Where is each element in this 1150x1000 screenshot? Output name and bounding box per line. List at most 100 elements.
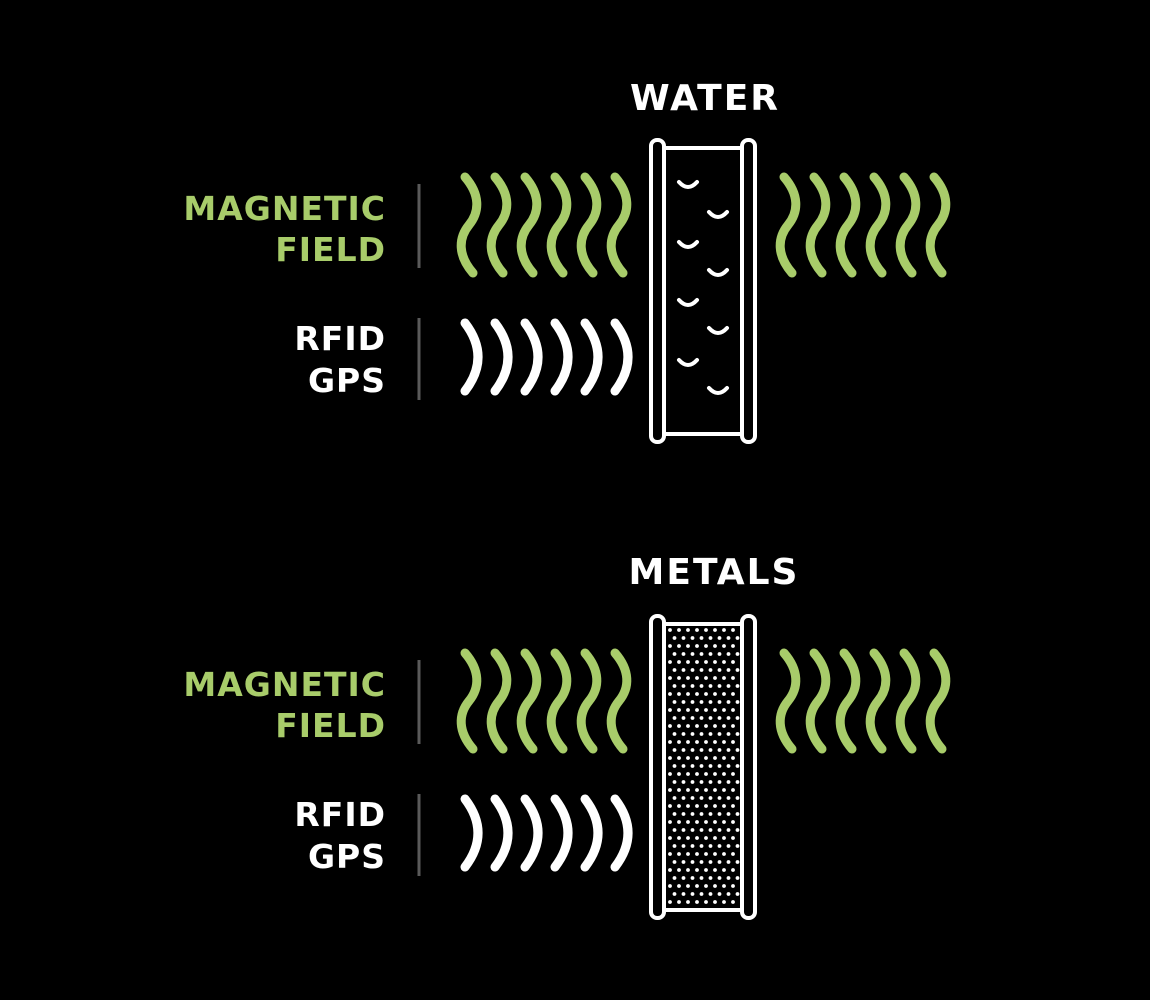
- metal-dot: [722, 628, 726, 632]
- magnetic-wave: [576, 172, 602, 278]
- metal-dot: [699, 844, 704, 848]
- magnetic-wave: [925, 648, 951, 754]
- metal-dot: [690, 636, 695, 640]
- metal-dot: [686, 708, 690, 712]
- metal-dot: [722, 868, 726, 872]
- metal-dot: [713, 820, 717, 824]
- metal-dot: [726, 652, 731, 656]
- metal-dot: [704, 644, 708, 648]
- metal-dot: [704, 804, 708, 808]
- metal-dot: [677, 660, 681, 664]
- metal-dot: [708, 812, 713, 816]
- metal-dot: [677, 772, 681, 776]
- metal-dot: [681, 780, 686, 784]
- metal-dot: [699, 764, 704, 768]
- metal-dot: [690, 748, 695, 752]
- metal-dot: [726, 780, 731, 784]
- metal-dot: [695, 724, 699, 728]
- metal-dot: [695, 820, 699, 824]
- metal-dot: [677, 900, 681, 904]
- metal-dot: [726, 684, 731, 688]
- metal-dot: [704, 836, 708, 840]
- metal-dot: [713, 804, 717, 808]
- metal-dot: [681, 876, 686, 880]
- metal-dot: [704, 852, 708, 856]
- metal-dot: [708, 684, 713, 688]
- metal-dot: [681, 652, 686, 656]
- metal-dot: [704, 820, 708, 824]
- metal-dot: [704, 628, 708, 632]
- signal-arc: [490, 794, 513, 872]
- water-ripple: [677, 298, 699, 307]
- panel-metals: METALS MAGNETIC FIELD RFID GPS: [183, 552, 951, 920]
- metal-dot: [708, 700, 713, 704]
- metal-dot: [672, 764, 677, 768]
- metal-dot: [677, 788, 681, 792]
- metal-dot: [726, 748, 731, 752]
- metal-dot: [681, 828, 686, 832]
- metal-dot: [695, 804, 699, 808]
- magnetic-wave: [576, 648, 602, 754]
- signal-label-line2: GPS: [308, 361, 386, 400]
- metal-dot: [713, 676, 717, 680]
- metal-dot: [699, 732, 704, 736]
- metal-dot: [695, 772, 699, 776]
- metal-dot: [677, 644, 681, 648]
- metal-dot: [726, 764, 731, 768]
- metal-dot: [731, 884, 735, 888]
- metal-dot: [726, 668, 731, 672]
- signal-arc: [550, 318, 573, 396]
- magnetic-wave-icon: [456, 648, 632, 754]
- metal-dot: [686, 756, 690, 760]
- metal-dot: [686, 804, 690, 808]
- signal-arc: [490, 318, 513, 396]
- metal-dot: [726, 700, 731, 704]
- metal-dot: [731, 868, 735, 872]
- metal-dot: [677, 692, 681, 696]
- metal-dot: [668, 676, 672, 680]
- metal-dot: [708, 892, 713, 896]
- metal-dot: [717, 860, 722, 864]
- metal-dot: [695, 708, 699, 712]
- metal-dot: [668, 884, 672, 888]
- metal-dot: [686, 628, 690, 632]
- magnetic-label-line1: MAGNETIC: [183, 189, 386, 228]
- metal-barrier-icon: [649, 614, 757, 920]
- metal-dot: [735, 796, 740, 800]
- metal-dot: [695, 644, 699, 648]
- signal-label-line1: RFID: [294, 795, 386, 834]
- metal-dot: [735, 684, 740, 688]
- metal-dot: [690, 796, 695, 800]
- metal-dot: [713, 884, 717, 888]
- metal-dot: [677, 724, 681, 728]
- metal-dot: [726, 844, 731, 848]
- metal-dot: [677, 884, 681, 888]
- metal-dot: [677, 708, 681, 712]
- metal-dot: [681, 716, 686, 720]
- metal-dot: [731, 804, 735, 808]
- metal-dot: [704, 900, 708, 904]
- metal-dot: [695, 884, 699, 888]
- metal-dot: [672, 780, 677, 784]
- metal-dot: [726, 828, 731, 832]
- metal-dot: [690, 700, 695, 704]
- metal-dot: [713, 628, 717, 632]
- metal-dot: [713, 788, 717, 792]
- metal-dot: [713, 852, 717, 856]
- barrier-rail-right: [740, 138, 757, 444]
- metal-dot: [672, 892, 677, 896]
- metal-dot: [735, 844, 740, 848]
- metal-dot: [735, 892, 740, 896]
- metal-dot: [713, 708, 717, 712]
- metal-dot: [708, 780, 713, 784]
- metal-dot: [677, 628, 681, 632]
- metal-dot: [726, 860, 731, 864]
- metal-dot: [704, 660, 708, 664]
- metal-dot: [717, 700, 722, 704]
- metal-dot: [668, 708, 672, 712]
- metal-dot: [735, 636, 740, 640]
- signal-arc: [580, 794, 603, 872]
- barrier-rail-left: [649, 138, 666, 444]
- metal-dot: [717, 652, 722, 656]
